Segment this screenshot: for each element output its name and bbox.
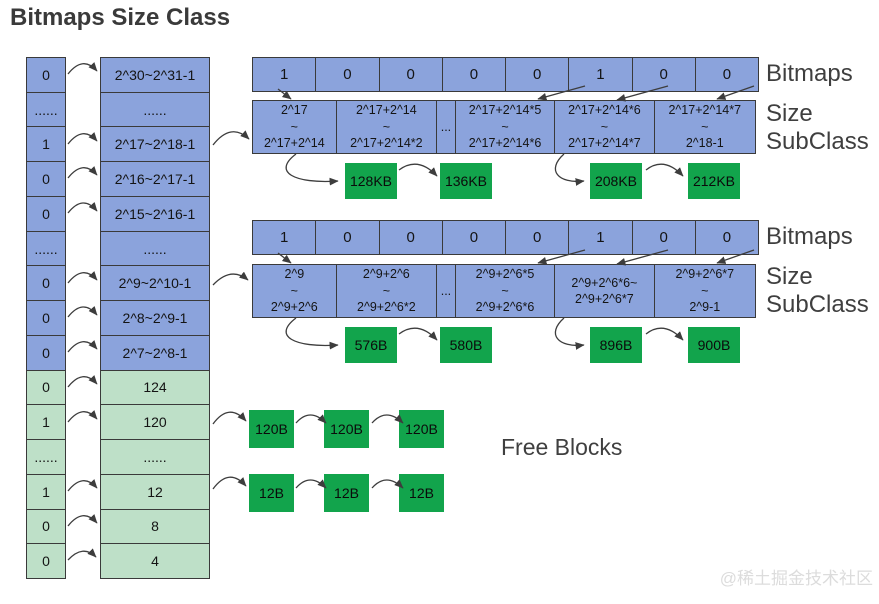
bitmap-bit-cell: 0 [505,220,570,255]
size-class-cell: ...... [100,230,210,267]
bitmap-bit-cell: 1 [252,220,317,255]
size-block: 208KB [590,163,642,199]
bit-cell: ...... [26,439,66,475]
free-block: 12B [324,474,369,512]
bitmap-bit-cell: 1 [568,220,633,255]
size-class-cell: 2^17~2^18-1 [100,126,210,163]
size-class-cell: 2^9~2^10-1 [100,265,210,302]
bitmap-bit-cell: 0 [441,220,506,255]
bit-cell: ...... [26,91,66,128]
subclass-cell: 2^9+2^6*6~ 2^9+2^6*7 [554,264,655,318]
bit-cell: 0 [26,543,66,580]
bit-cell: 0 [26,57,66,93]
bitmap-bit-cell: 0 [378,57,443,92]
bitmap-bit-cell: 0 [694,220,759,255]
size-class-cell: 2^16~2^17-1 [100,161,210,197]
size-block: 212KB [688,163,740,199]
free-block: 12B [399,474,444,512]
size-block: 576B [345,327,397,363]
bit-cell: 0 [26,195,66,232]
size-class-cell: ...... [100,91,210,128]
subclass-ellipsis-cell: ... [436,264,456,318]
size-class-cell: 2^15~2^16-1 [100,195,210,232]
subclass-cell: 2^9 ~ 2^9+2^6 [252,264,337,318]
subclass-cell: 2^17+2^14 ~ 2^17+2^14*2 [335,100,438,154]
size-class-cell: 8 [100,508,210,545]
bit-cell: 0 [26,161,66,197]
size-class-cell: 2^8~2^9-1 [100,300,210,336]
size-class-cell: 2^7~2^8-1 [100,334,210,371]
free-block: 120B [324,410,369,448]
bitmap-bit-cell: 0 [505,57,570,92]
subclass-row-2: 2^9 ~ 2^9+2^6 2^9+2^6 ~ 2^9+2^6*2 ... 2^… [252,264,759,318]
bitmap-bit-cell: 0 [694,57,759,92]
size-block: 136KB [440,163,492,199]
subclass-cell: 2^17 ~ 2^17+2^14 [252,100,337,154]
size-class-cell: 120 [100,404,210,441]
bit-cell: 1 [26,126,66,163]
size-class-cell: 4 [100,543,210,580]
size-class-cell: ...... [100,439,210,475]
size-block: 896B [590,327,642,363]
size-subclass-label-1: Size SubClass [766,100,869,155]
free-blocks-label: Free Blocks [501,434,623,460]
bit-cell: 0 [26,265,66,302]
subclass-cell: 2^9+2^6*7 ~ 2^9-1 [653,264,756,318]
bit-cell: 1 [26,473,66,510]
size-block: 128KB [345,163,397,199]
bitmap-bit-cell: 1 [252,57,317,92]
bitmaps-label-2: Bitmaps [766,223,853,250]
bitmap-bit-cell: 0 [631,220,696,255]
size-block: 580B [440,327,492,363]
bitmap-bit-cell: 0 [315,57,380,92]
subclass-cell: 2^17+2^14*5 ~ 2^17+2^14*6 [454,100,556,154]
size-class-cell: 2^30~2^31-1 [100,57,210,93]
subclass-cell: 2^17+2^14*6 ~ 2^17+2^14*7 [554,100,655,154]
subclass-cell: 2^9+2^6 ~ 2^9+2^6*2 [335,264,438,318]
bitmaps-label-1: Bitmaps [766,60,853,87]
page-title: Bitmaps Size Class [10,4,231,31]
bitmap-bit-cell: 1 [568,57,633,92]
free-block: 12B [249,474,294,512]
bitmap-bit-cell: 0 [631,57,696,92]
bitmap-bit-cell: 0 [441,57,506,92]
size-class-cell: 12 [100,473,210,510]
bit-cell: 0 [26,300,66,336]
subclass-cell: 2^9+2^6*5 ~ 2^9+2^6*6 [454,264,556,318]
watermark: @稀土掘金技术社区 [719,569,873,588]
bitmap-bit-cell: 0 [378,220,443,255]
subclass-cell: 2^17+2^14*7 ~ 2^18-1 [653,100,756,154]
bit-cell: 1 [26,404,66,441]
bitmap-bit-cell: 0 [315,220,380,255]
size-class-cell: 124 [100,369,210,406]
bit-cell: ...... [26,230,66,267]
bit-cell: 0 [26,508,66,545]
bit-cell: 0 [26,369,66,406]
size-subclass-label-2: Size SubClass [766,263,869,318]
bit-cell: 0 [26,334,66,371]
free-block: 120B [249,410,294,448]
subclass-row-1: 2^17 ~ 2^17+2^14 2^17+2^14 ~ 2^17+2^14*2… [252,100,759,154]
size-block: 900B [688,327,740,363]
free-block: 120B [399,410,444,448]
subclass-ellipsis-cell: ... [436,100,456,154]
